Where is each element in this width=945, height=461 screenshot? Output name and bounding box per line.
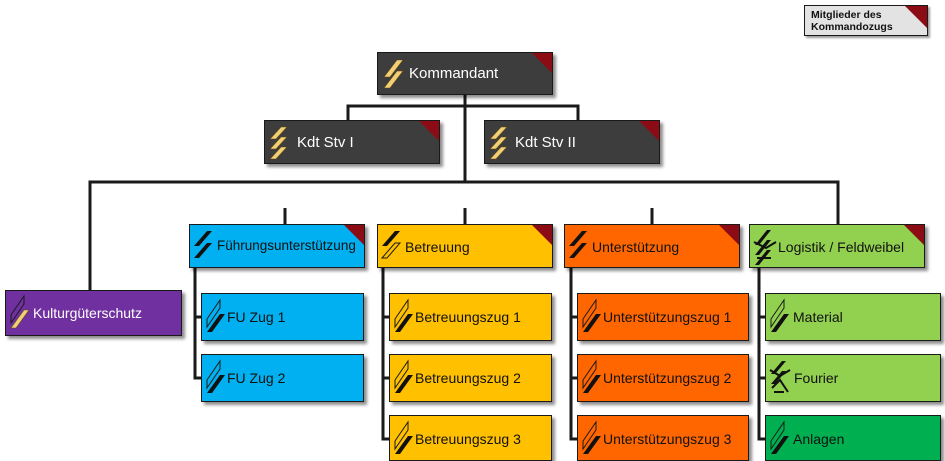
node-material[interactable]: Material <box>765 293 941 341</box>
node-label: Unterstützungszug 3 <box>603 431 732 447</box>
single-bar-icon <box>206 359 225 393</box>
double-bars-icon <box>380 231 402 259</box>
node-label: Betreuungszug 2 <box>415 370 521 386</box>
node-betreuungszug-2[interactable]: Betreuungszug 2 <box>389 354 552 402</box>
double-bars-icon <box>194 231 212 258</box>
command-marker-icon <box>719 225 739 245</box>
fourier-rank-icon <box>769 361 791 393</box>
node-label: Kdt Stv I <box>297 134 354 151</box>
node-betreuungszug-3[interactable]: Betreuungszug 3 <box>389 415 552 461</box>
node-label: Betreuungszug 3 <box>415 431 521 447</box>
node-label: Führungsunterstützung <box>217 238 356 253</box>
legend-line-2: Kommandozugs <box>811 21 893 33</box>
node-label: Kulturgüterschutz <box>33 305 142 321</box>
command-marker-icon <box>419 121 439 141</box>
node-logistik-feldweibel[interactable]: Logistik / Feldweibel <box>749 224 925 268</box>
node-fuehrungsunterstuetzung[interactable]: Führungsunterstützung <box>189 224 365 268</box>
node-anlagen[interactable]: Anlagen <box>765 415 941 461</box>
command-marker-icon <box>905 6 927 28</box>
node-label: Unterstützungszug 1 <box>603 309 732 325</box>
node-label: Anlagen <box>793 431 845 447</box>
node-betreuung[interactable]: Betreuung <box>377 224 553 268</box>
feldweibel-rank-icon <box>753 230 777 265</box>
legend-text: Mitglieder des Kommandozugs <box>811 9 893 33</box>
double-bars-icon <box>569 231 587 258</box>
command-marker-icon <box>344 225 364 245</box>
node-fu-zug-1[interactable]: FU Zug 1 <box>201 293 364 341</box>
node-unterstuetzungszug-3[interactable]: Unterstützungszug 3 <box>577 415 749 461</box>
triple-bars-icon <box>269 126 288 160</box>
diagonal-bars-icon <box>383 59 404 89</box>
single-bar-icon <box>394 359 413 393</box>
single-bar-icon <box>394 420 413 454</box>
triple-bars-icon <box>489 126 508 160</box>
command-marker-icon <box>639 121 659 141</box>
node-label: FU Zug 2 <box>227 370 286 386</box>
node-kommandant[interactable]: Kommandant <box>377 52 553 95</box>
node-unterstuetzungszug-1[interactable]: Unterstützungszug 1 <box>577 293 749 341</box>
node-kulturgueterschutz[interactable]: Kulturgüterschutz <box>5 290 182 336</box>
node-label: Material <box>793 309 843 325</box>
node-unterstuetzungszug-2[interactable]: Unterstützungszug 2 <box>577 354 749 402</box>
single-bar-icon <box>582 359 601 393</box>
node-fu-zug-2[interactable]: FU Zug 2 <box>201 354 364 402</box>
legend-line-1: Mitglieder des <box>811 9 882 21</box>
single-bar-icon <box>582 420 601 454</box>
command-marker-icon <box>532 53 552 73</box>
node-label: Unterstützung <box>592 239 680 255</box>
node-label: Kdt Stv II <box>515 134 576 151</box>
diagonal-bar-icon <box>10 294 30 329</box>
command-marker-icon <box>904 225 924 245</box>
single-bar-icon <box>770 420 789 454</box>
node-label: Betreuungszug 1 <box>415 309 521 325</box>
node-unterstuetzung[interactable]: Unterstützung <box>564 224 740 268</box>
node-label: Kommandant <box>409 65 499 82</box>
node-betreuungszug-1[interactable]: Betreuungszug 1 <box>389 293 552 341</box>
single-bar-icon <box>770 298 789 332</box>
legend-command-members: Mitglieder des Kommandozugs <box>804 5 928 36</box>
node-kdt-stv-1[interactable]: Kdt Stv I <box>264 120 440 164</box>
node-fourier[interactable]: Fourier <box>765 354 941 402</box>
node-label: Betreuung <box>405 239 470 255</box>
single-bar-icon <box>394 298 413 332</box>
node-label: Fourier <box>794 370 839 386</box>
single-bar-icon <box>206 298 225 332</box>
command-marker-icon <box>532 225 552 245</box>
node-label: FU Zug 1 <box>227 309 286 325</box>
single-bar-icon <box>582 298 601 332</box>
node-kdt-stv-2[interactable]: Kdt Stv II <box>484 120 660 164</box>
node-label: Unterstützungszug 2 <box>603 370 732 386</box>
node-label: Logistik / Feldweibel <box>778 239 905 255</box>
